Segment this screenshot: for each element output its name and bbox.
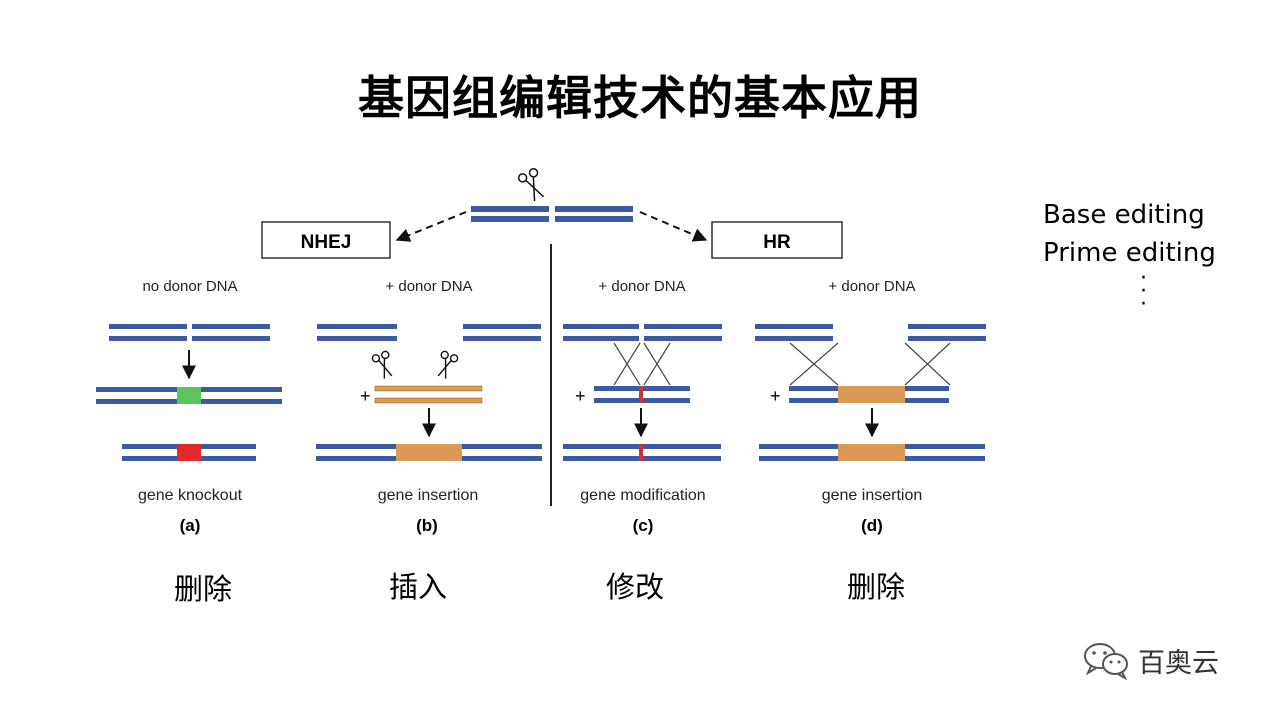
result-label-b: gene insertion [378,487,479,504]
nhej-arrow [395,211,467,242]
panel-b: + [316,324,542,461]
svg-text:+: + [575,386,586,406]
donor-label-b: + donor DNA [385,278,472,295]
top-cut-dna [471,206,633,222]
svg-text:+: + [770,386,781,406]
nhej-label: NHEJ [301,232,352,253]
panel-c: + [563,324,722,461]
donor-label-d: + donor DNA [828,278,915,295]
nhej-box [261,221,391,259]
result-label-c: gene modification [580,487,705,504]
donor-label-c: + donor DNA [598,278,685,295]
panel-letter-b: (b) [416,516,438,535]
result-label-d: gene insertion [822,487,923,504]
panel-d: + [755,324,986,461]
panel-letter-c: (c) [633,516,654,535]
watermark: 百奥云 [1082,640,1219,680]
side-item-prime-editing: Prime editing [1043,238,1216,268]
hr-label: HR [763,232,791,253]
cn-label-c: 修改 [606,570,665,604]
panel-a [96,324,282,461]
scissors-icon [517,168,545,202]
hr-arrow [639,211,708,242]
cn-label-d: 删除 [847,570,906,604]
side-ellipsis: · · · [1140,266,1147,317]
svg-text:+: + [360,386,371,406]
side-list: Base editing Prime editing [1043,196,1216,272]
watermark-text: 百奥云 [1138,647,1219,679]
side-item-base-editing: Base editing [1043,200,1205,230]
result-label-a: gene knockout [138,487,243,504]
cn-label-a: 删除 [174,572,233,606]
panel-letter-d: (d) [861,516,883,535]
panel-letter-a: (a) [180,516,201,535]
donor-label-a: no donor DNA [142,278,237,295]
wechat-icon [1084,643,1128,680]
hr-box [711,221,843,259]
page-title: 基因组编辑技术的基本应用 [358,71,922,125]
cn-label-b: 插入 [389,570,448,604]
